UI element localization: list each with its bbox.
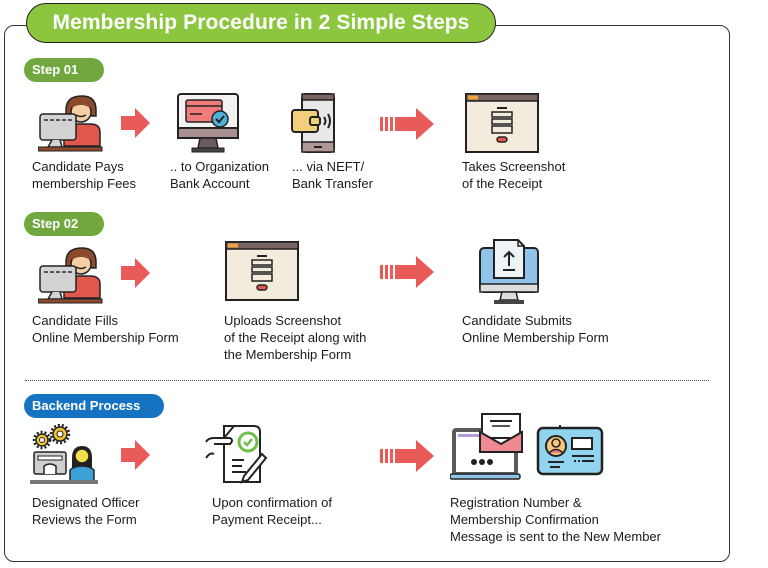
label-line: .. to Organization [170,159,269,174]
label-line: Uploads Screenshot [224,313,342,328]
striped-right-arrow-icon [380,108,434,140]
step-01-item-1-label: Candidate Pays membership Fees [32,158,136,192]
label-line: Candidate Submits [462,313,572,328]
step-01-item-3-label: ... via NEFT/ Bank Transfer [292,158,373,192]
label-line: ... via NEFT/ [292,159,365,174]
id-card-icon [536,425,604,476]
browser-form-window-icon [465,93,539,153]
label-line: Message is sent to the New Member [450,529,661,544]
label-line: Takes Screenshot [462,159,566,174]
monitor-upload-document-icon [479,239,539,304]
right-arrow-icon [121,440,150,470]
step-02-badge: Step 02 [24,212,104,236]
step-02-item-3-label: Candidate Submits Online Membership Form [462,312,609,346]
right-arrow-icon [121,258,150,288]
label-line: Upon confirmation of [212,495,332,510]
step-01-item-2-label: .. to Organization Bank Account [170,158,269,192]
striped-right-arrow-icon [380,440,434,472]
label-line: of the Receipt [462,176,543,191]
label-line: Designated Officer [32,495,140,510]
person-at-computer-icon [38,95,103,152]
monitor-credit-card-check-icon [177,93,239,153]
laptop-email-icon [450,413,523,480]
step-02-item-1-label: Candidate Fills Online Membership Form [32,312,179,346]
label-line: of the Receipt along with [224,330,367,345]
label-line: Online Membership Form [462,330,609,345]
browser-form-window-icon [225,241,299,301]
label-line: the Membership Form [224,347,352,362]
label-line: Candidate Pays [32,159,124,174]
label-line: Registration Number & [450,495,582,510]
backend-item-3-label: Registration Number & Membership Confirm… [450,494,661,545]
page-title: Membership Procedure in 2 Simple Steps [26,3,496,43]
step-01-item-4-label: Takes Screenshot of the Receipt [462,158,565,192]
step-01-badge: Step 01 [24,58,104,82]
backend-item-2-label: Upon confirmation of Payment Receipt... [212,494,332,528]
label-line: Candidate Fills [32,313,118,328]
outer-frame [4,25,730,562]
label-line: Membership Confirmation [450,512,599,527]
person-at-computer-icon [38,247,103,304]
hand-document-check-pen-icon [205,425,268,484]
label-line: Reviews the Form [32,512,137,527]
label-line: Bank Transfer [292,176,373,191]
label-line: Payment Receipt... [212,512,322,527]
label-line: Online Membership Form [32,330,179,345]
phone-wallet-nfc-icon [291,93,335,153]
striped-right-arrow-icon [380,256,434,288]
backend-item-1-label: Designated Officer Reviews the Form [32,494,139,528]
section-divider [25,380,709,381]
right-arrow-icon [121,108,150,138]
backend-process-badge: Backend Process [24,394,164,418]
label-line: membership Fees [32,176,137,191]
label-line: Bank Account [170,176,250,191]
step-02-item-2-label: Uploads Screenshot of the Receipt along … [224,312,366,363]
officer-gears-computer-icon [30,424,98,484]
